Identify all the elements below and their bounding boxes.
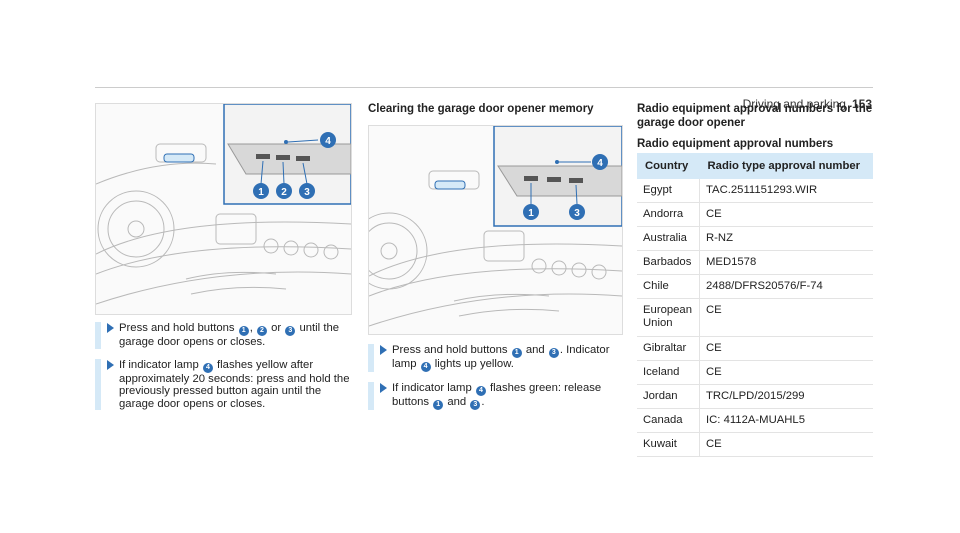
callout-ref: 3	[548, 348, 559, 358]
step-arrow-icon	[380, 345, 387, 355]
instruction-step: Press and hold buttons 1 and 3. Indicato…	[368, 344, 623, 372]
middle-steps: Press and hold buttons 1 and 3. Indicato…	[368, 344, 623, 420]
instruction-step: If indicator lamp 4 flashes green: relea…	[368, 382, 623, 410]
callout-ref: 3	[285, 326, 296, 336]
left-steps: Press and hold buttons 1, 2 or 3 until t…	[95, 322, 350, 420]
dashboard-illustration-2: 1 3 4	[368, 125, 623, 335]
callout-ref: 2	[256, 326, 267, 336]
callout-ref: 3	[470, 400, 481, 410]
table-heading: Radio equipment approval numbers	[637, 138, 834, 150]
callout-label: 1	[258, 187, 264, 198]
callout-label: 4	[597, 158, 603, 169]
callout-ref: 4	[420, 362, 431, 372]
column-header: Radio type approval number	[699, 153, 873, 179]
column-header: Country	[637, 153, 700, 179]
callout-ref: 4	[475, 386, 486, 396]
callout-marker: 4	[320, 132, 336, 148]
page-number: 153	[851, 97, 872, 111]
callout-ref: 1	[511, 348, 522, 358]
callout-marker: 3	[299, 183, 315, 199]
section-heading: Radio equipment approval numbers for the…	[637, 103, 873, 129]
callout-label: 1	[528, 208, 534, 219]
radio-approval-table: Country Radio type approval number Egypt…	[637, 153, 873, 457]
callout-ref: 4	[202, 362, 213, 373]
callout-ref: 1	[433, 400, 444, 410]
instruction-step: If indicator lamp 4 flashes yellow after…	[95, 358, 350, 410]
section-title: Driving and parking	[742, 97, 846, 111]
dashboard-illustration-1: 1 2 3 4	[95, 103, 352, 315]
callout-ref: 1	[238, 326, 249, 336]
callout-marker: 1	[523, 204, 539, 220]
page-header: Driving and parking 153	[743, 97, 872, 111]
step-arrow-icon	[107, 359, 114, 370]
table-header-row: Country Radio type approval number	[637, 153, 873, 179]
step-arrow-icon	[107, 323, 114, 333]
callout-marker: 2	[276, 183, 292, 199]
callout-label: 4	[325, 136, 331, 147]
step-arrow-icon	[380, 383, 387, 393]
callout-label: 3	[304, 187, 310, 198]
dashboard-drawing-2: 1 3 4	[369, 126, 622, 327]
callout-label: 2	[281, 187, 287, 198]
callout-marker: 1	[253, 183, 269, 199]
dashboard-drawing-1: 1 2 3 4	[96, 104, 351, 305]
callout-marker: 3	[569, 204, 585, 220]
section-heading: Clearing the garage door opener memory	[368, 103, 594, 115]
instruction-step: Press and hold buttons 1, 2 or 3 until t…	[95, 322, 350, 349]
callout-marker: 4	[592, 154, 608, 170]
header-divider	[95, 87, 873, 88]
callout-label: 3	[574, 208, 580, 219]
